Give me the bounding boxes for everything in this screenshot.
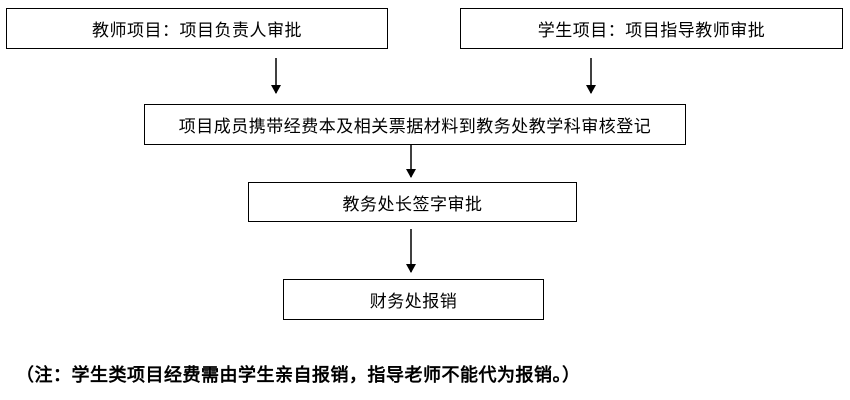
finance-reimbursement-box: 财务处报销 xyxy=(283,279,544,320)
reimbursement-note: （注：学生类项目经费需由学生亲自报销，指导老师不能代为报销。） xyxy=(16,365,581,386)
student-approval-box: 学生项目：项目指导教师审批 xyxy=(460,8,843,49)
members-registration-box: 项目成员携带经费本及相关票据材料到教务处教学科审核登记 xyxy=(144,104,686,145)
director-signature-box: 教务处长签字审批 xyxy=(248,182,577,222)
members-registration-text: 项目成员携带经费本及相关票据材料到教务处教学科审核登记 xyxy=(178,117,652,137)
student-approval-text: 学生项目：项目指导教师审批 xyxy=(537,21,766,41)
teacher-approval-box: 教师项目：项目负责人审批 xyxy=(6,8,388,49)
director-signature-text: 教务处长签字审批 xyxy=(342,194,483,215)
finance-reimbursement-text: 财务处报销 xyxy=(369,292,458,312)
teacher-approval-text: 教师项目：项目负责人审批 xyxy=(92,21,302,41)
